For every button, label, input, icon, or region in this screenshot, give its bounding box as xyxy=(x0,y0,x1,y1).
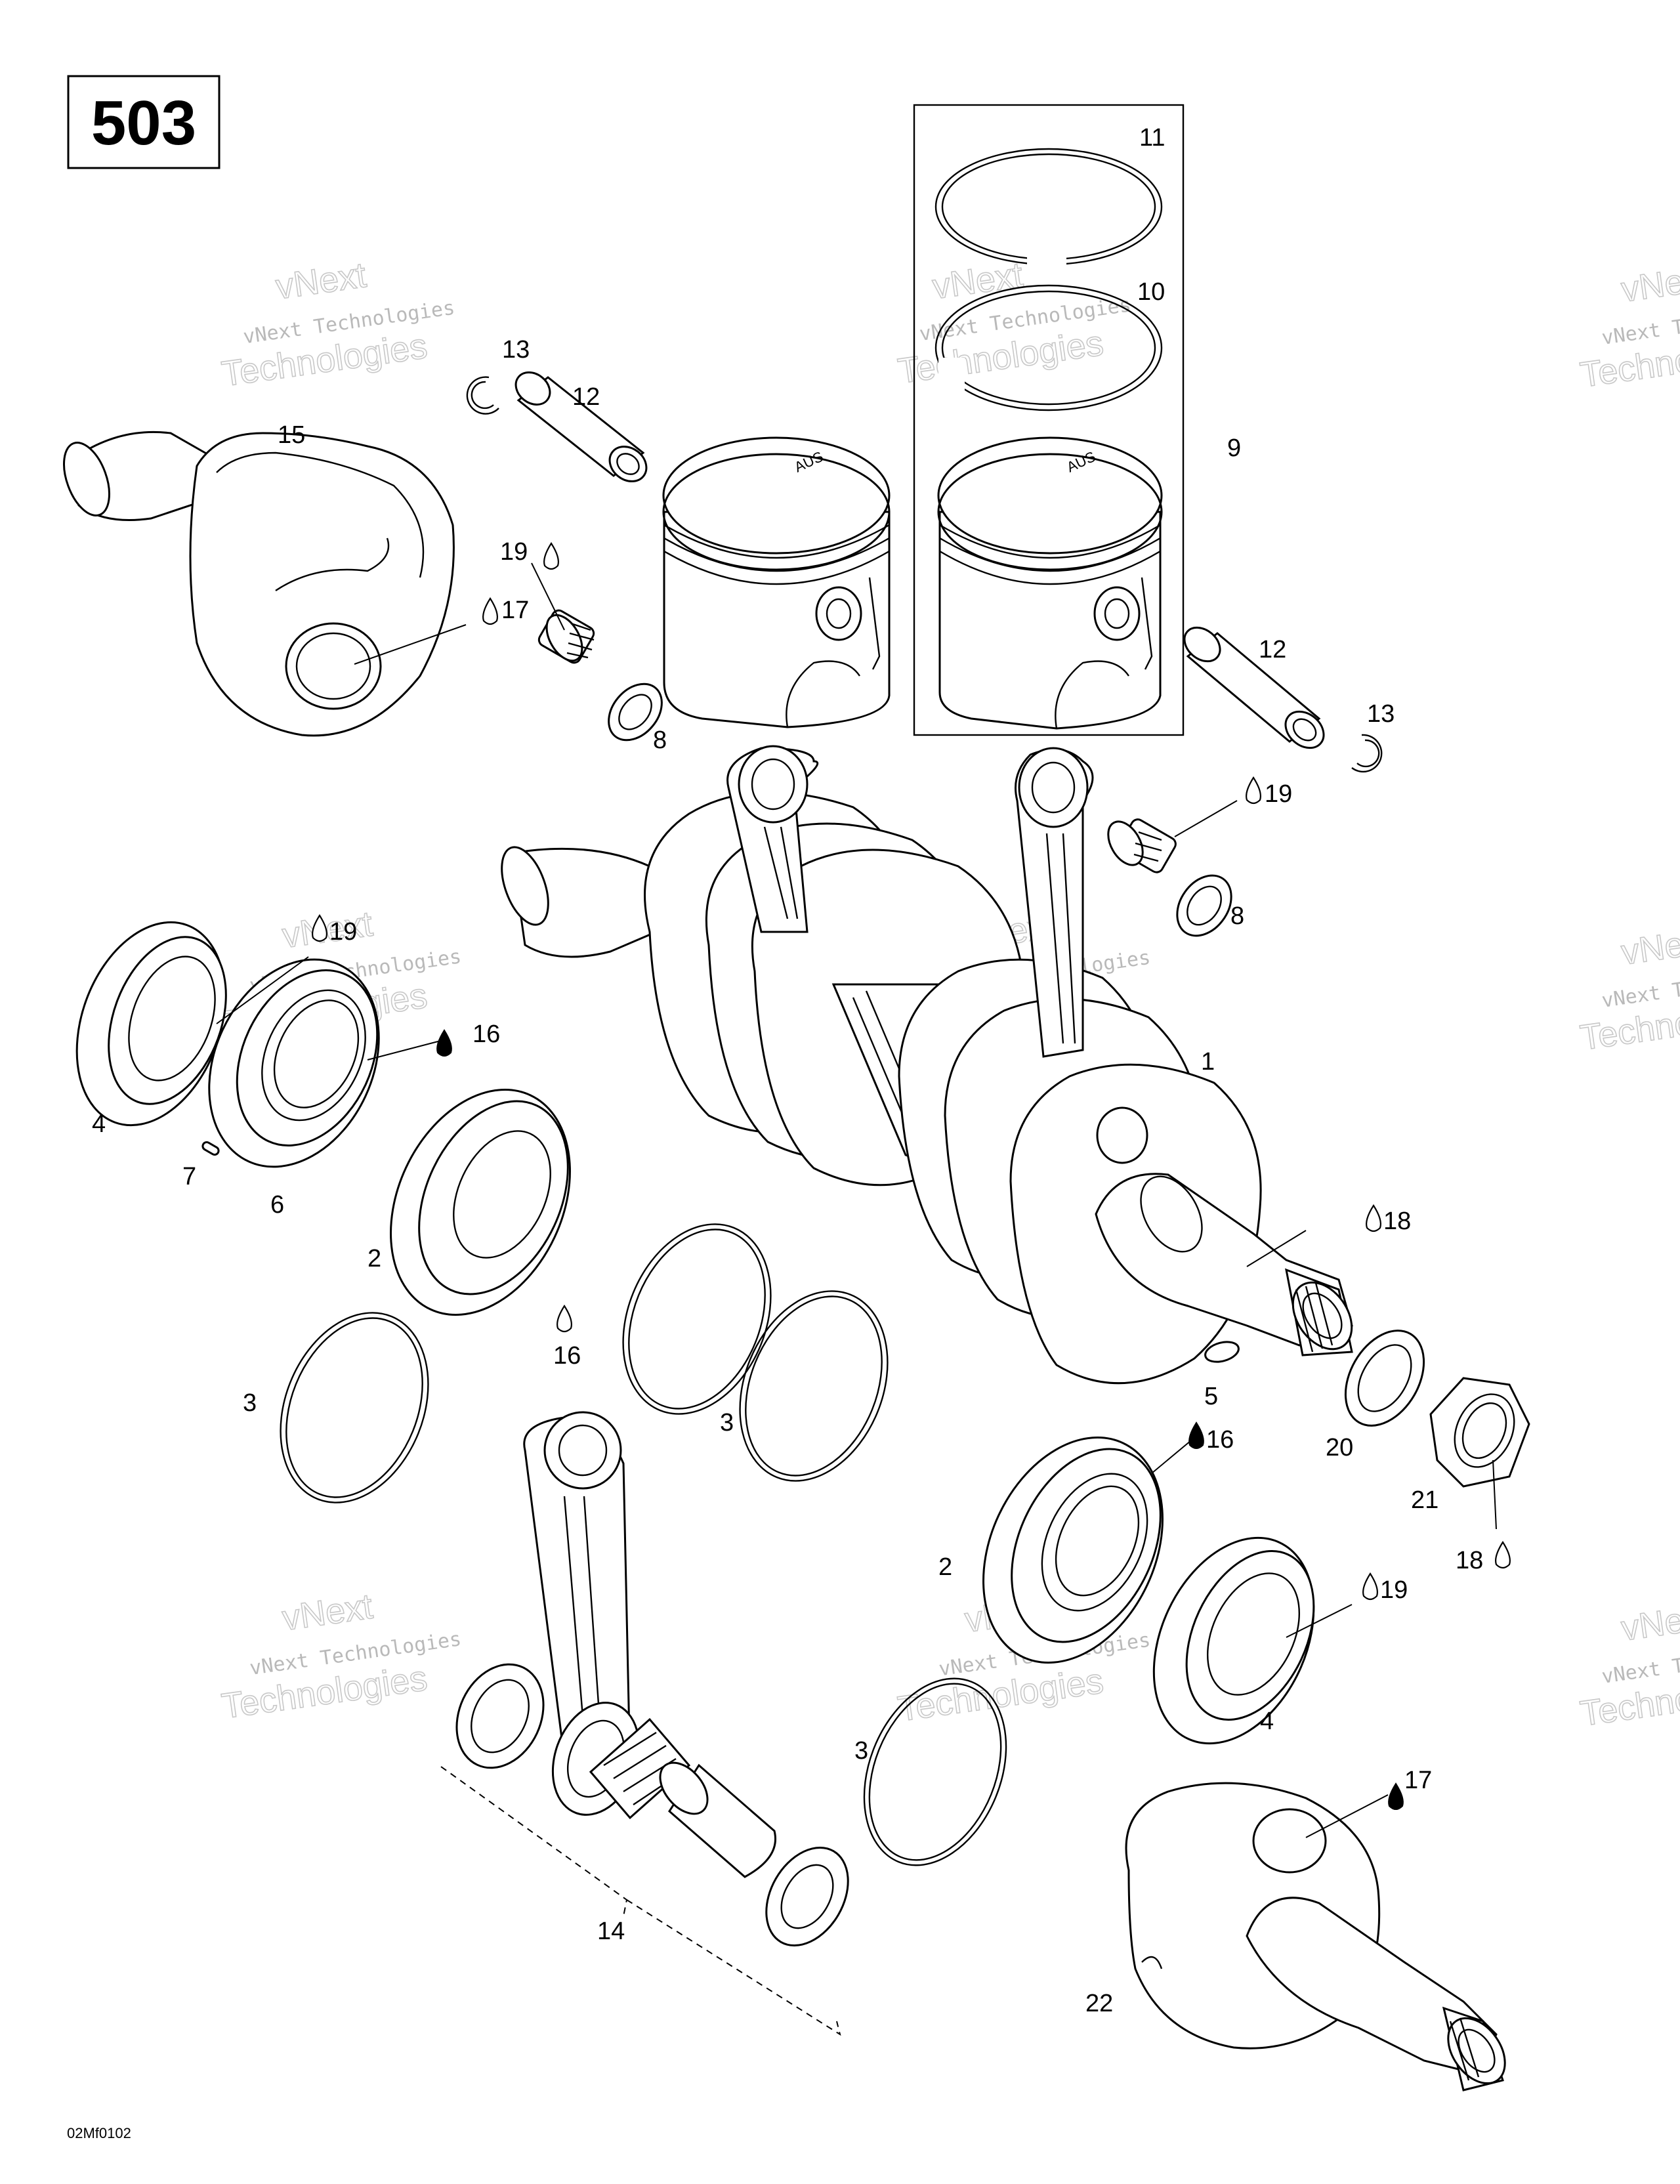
svg-text:vNext: vNext xyxy=(1619,258,1680,310)
ball-bearing-2-right xyxy=(982,1437,1164,1664)
thrust-washer-8-right xyxy=(1176,874,1232,937)
callout-16: 16 xyxy=(1206,1426,1234,1454)
callout-17: 17 xyxy=(501,597,529,624)
callout-15: 15 xyxy=(278,421,305,449)
drawing-code: 02Mf0102 xyxy=(67,2125,131,2141)
piston-pin-12-right xyxy=(1183,626,1325,749)
dowel-pin-7 xyxy=(201,1141,220,1156)
lock-washer-20 xyxy=(1344,1330,1425,1427)
circlip-13-right xyxy=(1351,734,1383,773)
oil-seal-4-left xyxy=(75,921,227,1127)
o-ring-3-center-b xyxy=(739,1290,889,1482)
needle-bearing-left xyxy=(537,609,595,664)
callout-9: 9 xyxy=(1227,434,1241,462)
callout-2: 2 xyxy=(368,1245,381,1272)
drop-icon xyxy=(482,597,498,625)
crankshaft-assembly-1 xyxy=(501,745,1353,1385)
callout-18: 18 xyxy=(1383,1208,1411,1235)
svg-text:vNext: vNext xyxy=(1619,921,1680,973)
callout-19: 19 xyxy=(329,918,357,946)
lubricant-drops xyxy=(312,541,1511,1810)
watermark: vNext vNext Technologies Technologies xyxy=(895,255,1133,392)
callout-13: 13 xyxy=(1367,700,1395,728)
callout-3: 3 xyxy=(854,1737,868,1765)
piston-left: AUS xyxy=(662,436,891,728)
drop-icon xyxy=(556,1304,572,1333)
piston-ring-10 xyxy=(934,284,1163,411)
drop-icon xyxy=(1362,1572,1378,1601)
drop-icon xyxy=(436,1029,452,1057)
ball-bearing-6 xyxy=(208,958,380,1168)
drop-icon xyxy=(1495,1540,1511,1569)
thrust-washer-8-left xyxy=(608,682,663,742)
piston-pin-12-top xyxy=(514,371,648,482)
drop-icon xyxy=(543,541,559,570)
callout-1: 1 xyxy=(1201,1048,1215,1076)
ball-bearing-2-left xyxy=(390,1089,571,1316)
drop-icon xyxy=(312,914,327,942)
piston-kit-frame xyxy=(913,104,1185,736)
callout-11: 11 xyxy=(1139,124,1165,152)
crankshaft-half-15 xyxy=(63,430,455,737)
callout-6: 6 xyxy=(270,1191,284,1219)
callout-19: 19 xyxy=(1265,780,1292,808)
o-ring-3-left xyxy=(280,1312,429,1503)
callout-4: 4 xyxy=(1260,1708,1274,1735)
svg-text:vNext: vNext xyxy=(280,904,375,956)
hex-nut-21 xyxy=(1429,1377,1530,1488)
svg-text:vNext: vNext xyxy=(1619,1597,1680,1648)
callout-21: 21 xyxy=(1411,1486,1438,1514)
watermark: vNext vNext Technologies Technologies xyxy=(219,255,456,394)
drop-icon xyxy=(1188,1421,1204,1449)
leader-lines xyxy=(216,562,1497,1838)
drop-icon xyxy=(1388,1782,1404,1810)
o-ring-3-lower xyxy=(863,1677,1007,1866)
watermark: vNext vNext Technologies Technologies xyxy=(219,1586,463,1727)
crankshaft-half-22 xyxy=(1125,1782,1506,2091)
callout-2: 2 xyxy=(938,1553,952,1581)
watermark: vNext vNext Technologies Technologies xyxy=(1577,920,1680,1058)
watermark: vNext vNext Technologies Technologies xyxy=(1577,257,1680,395)
watermark: vNext vNext Technologies Technologies xyxy=(1577,1596,1680,1734)
callout-8: 8 xyxy=(1230,902,1244,930)
callout-17: 17 xyxy=(1404,1767,1432,1794)
callout-19: 19 xyxy=(500,538,528,566)
callout-10: 10 xyxy=(1137,278,1165,306)
o-ring-3-center-a xyxy=(622,1223,772,1415)
callout-4: 4 xyxy=(92,1110,106,1138)
drop-icon xyxy=(1366,1204,1381,1232)
callout-18: 18 xyxy=(1456,1547,1483,1574)
callout-3: 3 xyxy=(720,1409,734,1437)
callout-20: 20 xyxy=(1326,1434,1353,1461)
callout-8: 8 xyxy=(653,726,667,754)
callout-7: 7 xyxy=(182,1163,196,1190)
callout-12: 12 xyxy=(1259,636,1286,663)
woodruff-key-5 xyxy=(1204,1341,1240,1363)
callout-19: 19 xyxy=(1380,1576,1408,1604)
piston-ring-11 xyxy=(934,148,1163,268)
oil-seal-4-right xyxy=(1152,1536,1315,1745)
callout-5: 5 xyxy=(1204,1383,1218,1410)
callout-22: 22 xyxy=(1085,1990,1113,2017)
circlip-13-top xyxy=(466,376,499,415)
callout-12: 12 xyxy=(572,383,600,411)
piston-kit: AUS xyxy=(937,436,1163,730)
callout-3: 3 xyxy=(243,1389,257,1417)
section-number-box: 503 xyxy=(67,75,220,169)
drop-icon xyxy=(1246,776,1261,805)
svg-text:vNext: vNext xyxy=(280,1587,375,1639)
callout-14: 14 xyxy=(597,1918,625,1945)
connecting-rod-kit-14 xyxy=(440,1411,849,2036)
svg-text:vNext: vNext xyxy=(274,255,369,307)
callout-numbers: 1 2 2 3 3 3 4 4 5 6 7 8 8 9 10 11 12 12 … xyxy=(92,124,1483,2017)
callout-16: 16 xyxy=(472,1020,500,1048)
callout-13: 13 xyxy=(502,336,530,364)
section-number: 503 xyxy=(91,88,196,158)
callout-16: 16 xyxy=(553,1342,581,1370)
needle-bearing-right xyxy=(1107,818,1177,873)
